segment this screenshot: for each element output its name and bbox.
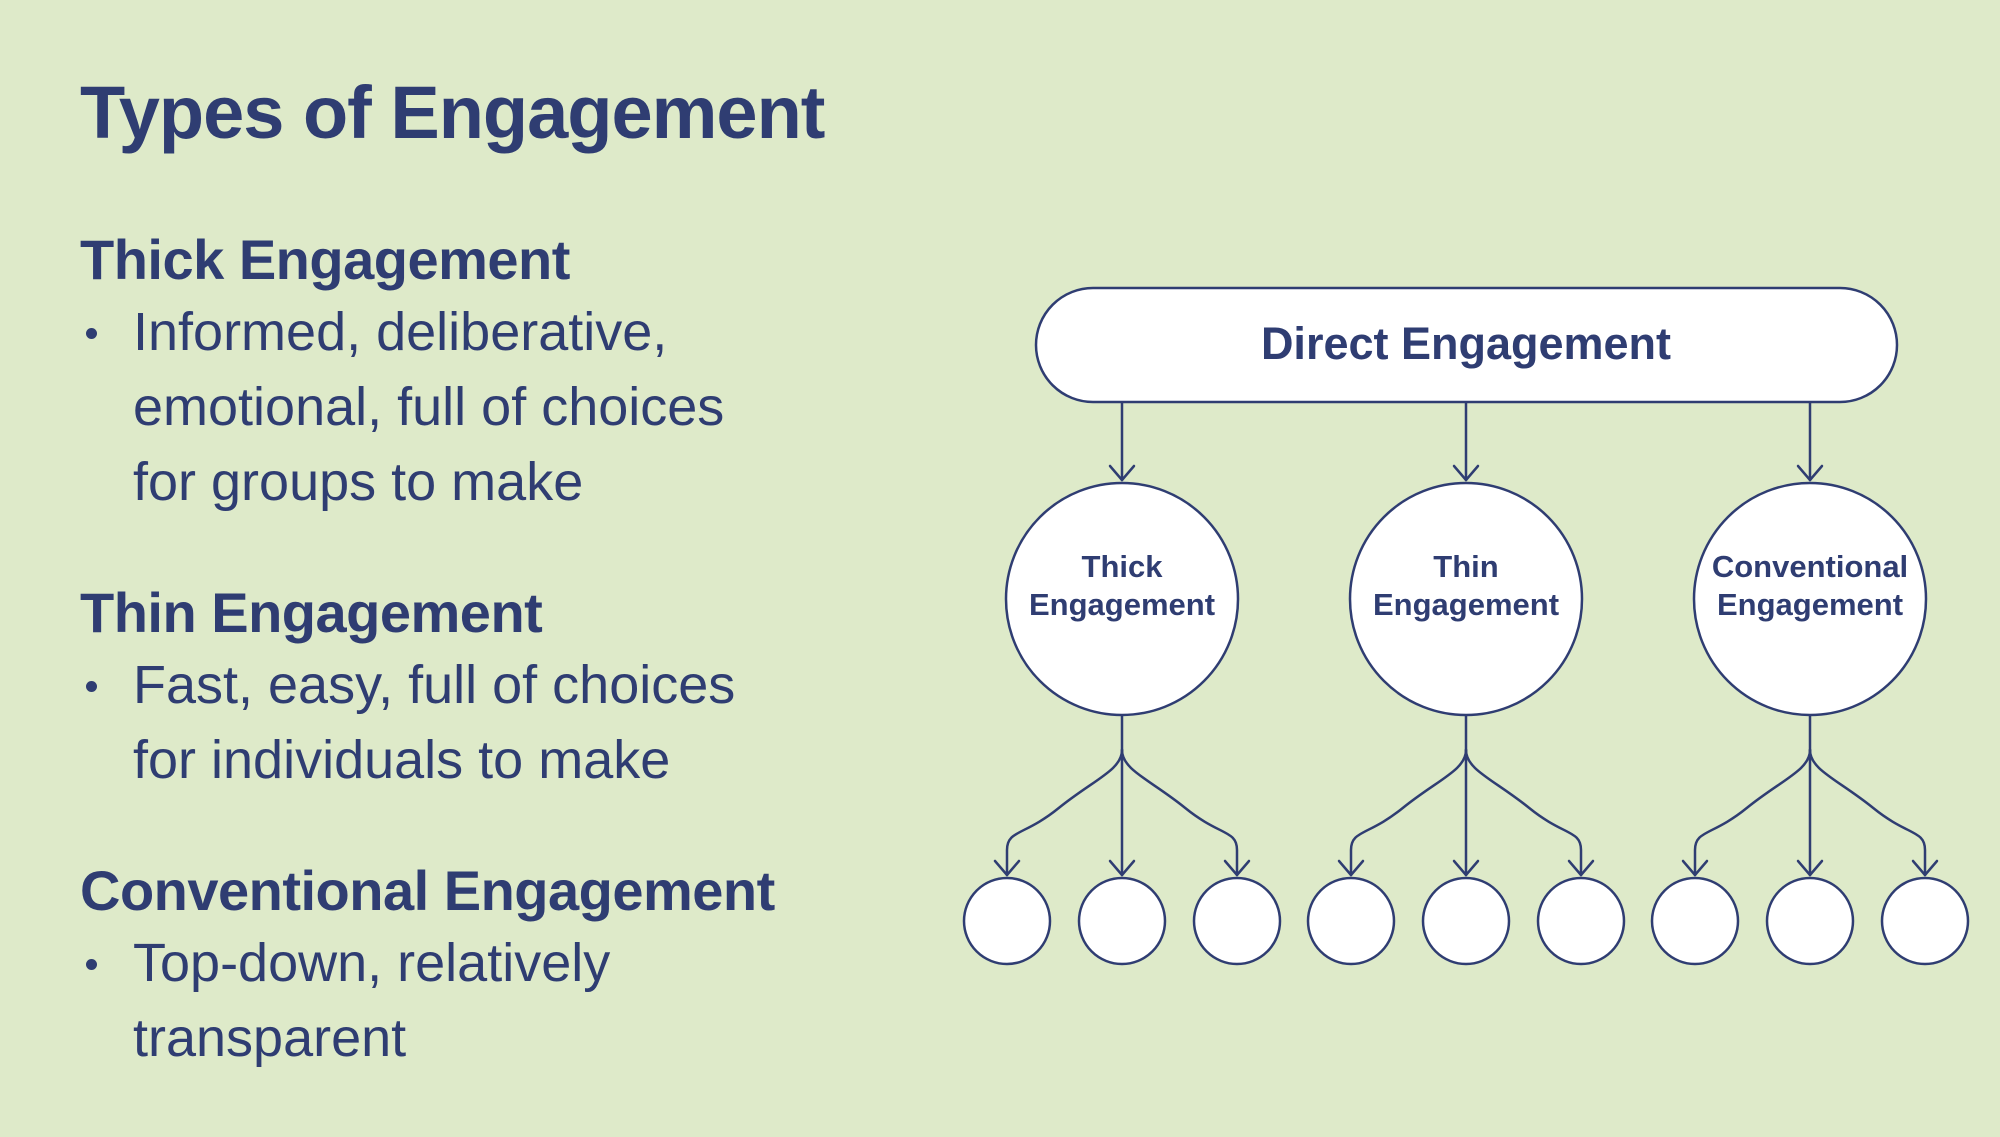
arrowhead-icon	[1796, 859, 1824, 877]
diagram-edges	[993, 400, 1939, 877]
root-node-direct-engagement	[1034, 286, 1899, 404]
bullet-item: Informed, deliberative, emotional, full …	[80, 295, 724, 520]
edge-child-to-leaf	[1005, 748, 1124, 877]
node-label-line: Thin	[1433, 549, 1498, 584]
edge-child-to-leaf	[1120, 748, 1239, 877]
leaf-node	[1880, 876, 1970, 966]
section-heading: Conventional Engagement	[80, 859, 775, 922]
node-thin-engagement	[1348, 481, 1584, 717]
arrowhead-icon	[1452, 464, 1480, 482]
bullet-line: Fast, easy, full of choices	[133, 655, 736, 715]
arrowhead-icon	[1108, 859, 1136, 877]
arrowhead-icon	[1337, 859, 1365, 877]
arrowhead-icon	[1223, 859, 1251, 877]
arrowhead-icon	[1911, 859, 1939, 877]
section-heading: Thin Engagement	[80, 581, 543, 644]
leaf-node	[1192, 876, 1282, 966]
root-node-label: Direct Engagement	[1261, 318, 1671, 369]
section-conventional-engagement: Conventional Engagement Top-down, relati…	[80, 856, 775, 1076]
section-heading: Thick Engagement	[80, 228, 570, 291]
bullet-line: emotional, full of choices	[133, 377, 725, 437]
node-label-line: Thick	[1082, 549, 1164, 584]
leaf-node	[1536, 876, 1626, 966]
bullet-icon	[86, 959, 97, 970]
bullet-icon	[86, 328, 97, 339]
arrowhead-icon	[1108, 464, 1136, 482]
arrowhead-icon	[1796, 464, 1824, 482]
node-thick-engagement	[1004, 481, 1240, 717]
bullet-item: Fast, easy, full of choices for individu…	[80, 648, 735, 798]
bullet-line: transparent	[133, 1008, 407, 1068]
diagram-leaf-nodes	[962, 876, 1970, 966]
section-thin-engagement: Thin Engagement Fast, easy, full of choi…	[80, 578, 735, 798]
bullet-icon	[86, 681, 97, 692]
bullet-line: for groups to make	[133, 452, 584, 512]
bullet-line: for individuals to make	[133, 730, 671, 790]
bullet-line: Informed, deliberative,	[133, 302, 668, 362]
leaf-node	[1306, 876, 1396, 966]
arrowhead-icon	[1452, 859, 1480, 877]
diagram-nodes: Direct Engagement Thick Engagement Thin …	[1004, 286, 1928, 717]
bullet-item: Top-down, relatively transparent	[80, 926, 775, 1076]
node-conventional-engagement	[1692, 481, 1928, 717]
node-label-line: Conventional	[1712, 549, 1908, 584]
leaf-node	[962, 876, 1052, 966]
bullet-line: Top-down, relatively	[133, 933, 611, 993]
node-label-line: Engagement	[1717, 587, 1903, 622]
arrowhead-icon	[1681, 859, 1709, 877]
page-title: Types of Engagement	[80, 71, 825, 154]
leaf-node	[1650, 876, 1740, 966]
node-label-line: Engagement	[1029, 587, 1215, 622]
edge-child-to-leaf	[1808, 748, 1927, 877]
node-label-line: Engagement	[1373, 587, 1559, 622]
leaf-node	[1077, 876, 1167, 966]
arrowhead-icon	[1567, 859, 1595, 877]
edge-child-to-leaf	[1464, 748, 1583, 877]
section-thick-engagement: Thick Engagement Informed, deliberative,…	[80, 225, 724, 520]
edge-child-to-leaf	[1349, 748, 1468, 877]
edge-child-to-leaf	[1693, 748, 1812, 877]
leaf-node	[1421, 876, 1511, 966]
leaf-node	[1765, 876, 1855, 966]
arrowhead-icon	[993, 859, 1021, 877]
